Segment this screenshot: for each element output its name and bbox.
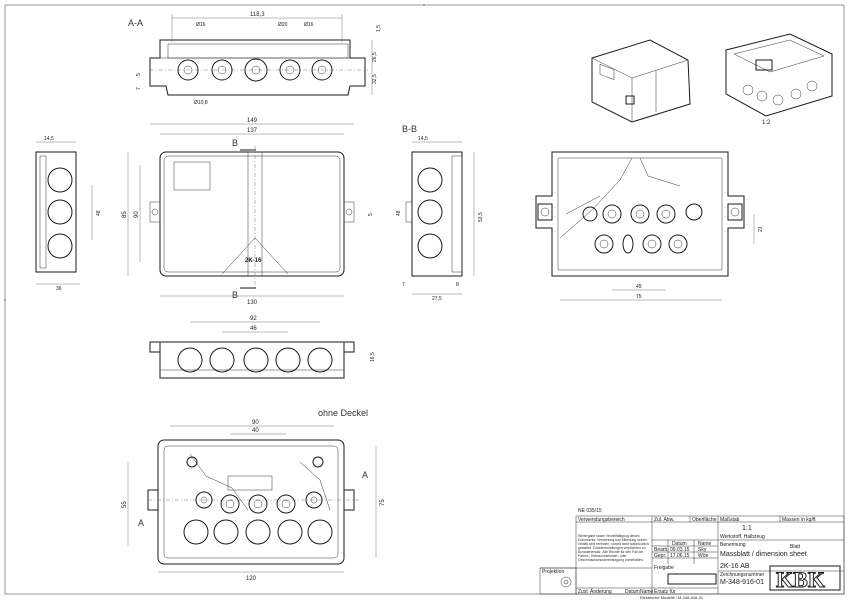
isometric-open: 1:2 (725, 33, 833, 126)
arrow-a-left: A (138, 518, 144, 528)
svg-text:Änderung: Änderung (590, 588, 612, 595)
svg-text:1,5: 1,5 (376, 25, 382, 32)
arrow-b-bottom: B (232, 290, 238, 300)
svg-text:149: 149 (247, 118, 258, 124)
svg-text:17.06.15: 17.06.15 (670, 553, 690, 559)
svg-text:Ø16: Ø16 (304, 22, 314, 28)
svg-text:Freigabe: Freigabe (654, 565, 674, 571)
svg-text:Oberfläche: Oberfläche (692, 517, 717, 523)
label-area (173, 161, 211, 191)
svg-text:118,3: 118,3 (250, 12, 265, 18)
svg-text:55: 55 (122, 501, 128, 508)
benennung: Massblatt / dimension sheet (720, 551, 807, 558)
section-aa-view: 118,3 Ø16 Ø20 Ø16 26,5 32,5 1,5 Ø10,8 7 … (136, 12, 382, 106)
svg-text:48: 48 (396, 210, 402, 216)
arrow-a-right: A (362, 470, 368, 480)
svg-text:75: 75 (380, 499, 386, 506)
svg-text:Datum: Datum (672, 541, 687, 547)
inner-top-view: 49 75 21 (535, 151, 764, 301)
svg-text:5: 5 (136, 73, 142, 76)
isometric-closed (591, 39, 691, 123)
svg-text:85: 85 (122, 211, 128, 218)
svg-text:Verwendungsbereich: Verwendungsbereich (578, 517, 625, 523)
svg-text:137: 137 (247, 128, 258, 134)
svg-text:75: 75 (636, 294, 642, 300)
svg-text:Name: Name (698, 541, 712, 547)
svg-text:53,5: 53,5 (478, 212, 484, 222)
svg-text:120: 120 (246, 576, 257, 582)
svg-text:14,5: 14,5 (44, 136, 54, 142)
svg-text:26,5: 26,5 (372, 52, 378, 62)
svg-text:Wöe: Wöe (698, 553, 709, 559)
drawing-number: M-348-916-01 (720, 579, 764, 586)
svg-text:Ø16: Ø16 (196, 22, 206, 28)
svg-text:27,5: 27,5 (432, 296, 442, 302)
svg-text:Zust: Zust (578, 589, 588, 595)
section-aa-label: A-A (128, 18, 143, 28)
svg-text:36: 36 (56, 286, 62, 292)
svg-text:21: 21 (758, 226, 764, 232)
svg-text:130: 130 (247, 300, 258, 306)
legal-notice: Weitergabe sowie Vervielfältigung dieses… (578, 534, 649, 562)
top-view: 2K-16 B B 149 137 130 85 90 5 (122, 118, 374, 306)
svg-text:Datum: Datum (625, 589, 640, 595)
svg-text:7: 7 (136, 87, 142, 90)
svg-text:Werkstoff, Halbzeug: Werkstoff, Halbzeug (720, 534, 765, 540)
svg-text:Ersatz für: Ersatz für (654, 589, 676, 595)
svg-text:Bearb.: Bearb. (654, 547, 669, 553)
svg-text:90: 90 (252, 420, 259, 426)
title-block: NE 035/15 Verwendungsbereich Zul. Abw. O… (539, 508, 845, 600)
drawing-frame (4, 4, 845, 595)
svg-text:49: 49 (636, 284, 642, 290)
svg-text:09.03.15: 09.03.15 (670, 547, 690, 553)
svg-text:32,5: 32,5 (372, 74, 378, 84)
section-bb-label: B-B (402, 124, 417, 134)
svg-text:1:1: 1:1 (742, 525, 752, 532)
svg-text:7: 7 (402, 282, 405, 288)
ohne-deckel-label: ohne Deckel (318, 408, 368, 418)
svg-text:14,5: 14,5 (418, 136, 428, 142)
open-box-view: 90 40 120 55 75 A A (122, 420, 386, 582)
svg-text:Projektion: Projektion (542, 569, 564, 575)
front-view: 92 46 16,5 (149, 316, 376, 379)
spelsberg-logo: spelsberg (674, 578, 696, 584)
svg-text:92: 92 (250, 316, 257, 322)
svg-text:Gepr.: Gepr. (654, 553, 666, 559)
iso-scale: 1:2 (762, 120, 771, 126)
svg-text:Massen in kg/ft: Massen in kg/ft (782, 517, 816, 523)
svg-text:16,5: 16,5 (370, 352, 376, 362)
section-bb-view: 14,5 48 53,5 27,5 7 8 (396, 136, 484, 302)
svg-text:NE 035/15: NE 035/15 (578, 508, 602, 514)
svg-text:8: 8 (456, 282, 459, 288)
arrow-b-top: B (232, 138, 238, 148)
product-code: 2K-16 AB (720, 563, 750, 570)
product-label: 2K-16 (245, 258, 262, 264)
svg-text:Blatt: Blatt (790, 544, 801, 550)
svg-text:Ø20: Ø20 (278, 22, 288, 28)
kbk-logo-box (769, 565, 841, 591)
svg-text:Sky: Sky (698, 547, 707, 553)
left-side-view: 14,5 36 48 (35, 136, 102, 292)
svg-text:Name: Name (640, 589, 654, 595)
svg-text:48: 48 (96, 210, 102, 216)
svg-text:Ø10,8: Ø10,8 (194, 100, 208, 106)
svg-text:Elektrische Modelle / M-348-91: Elektrische Modelle / M-348-916-01 (640, 595, 704, 600)
svg-text:46: 46 (250, 326, 257, 332)
svg-text:Zul. Abw.: Zul. Abw. (654, 517, 674, 523)
svg-text:5: 5 (368, 213, 374, 216)
svg-text:90: 90 (134, 211, 140, 218)
kbk-logo: KBK (776, 567, 825, 592)
svg-text:Zeichnungsnummer: Zeichnungsnummer (720, 572, 765, 578)
svg-text:Benennung: Benennung (720, 542, 746, 548)
svg-text:Maßstab: Maßstab (720, 517, 740, 523)
svg-text:40: 40 (252, 428, 259, 434)
